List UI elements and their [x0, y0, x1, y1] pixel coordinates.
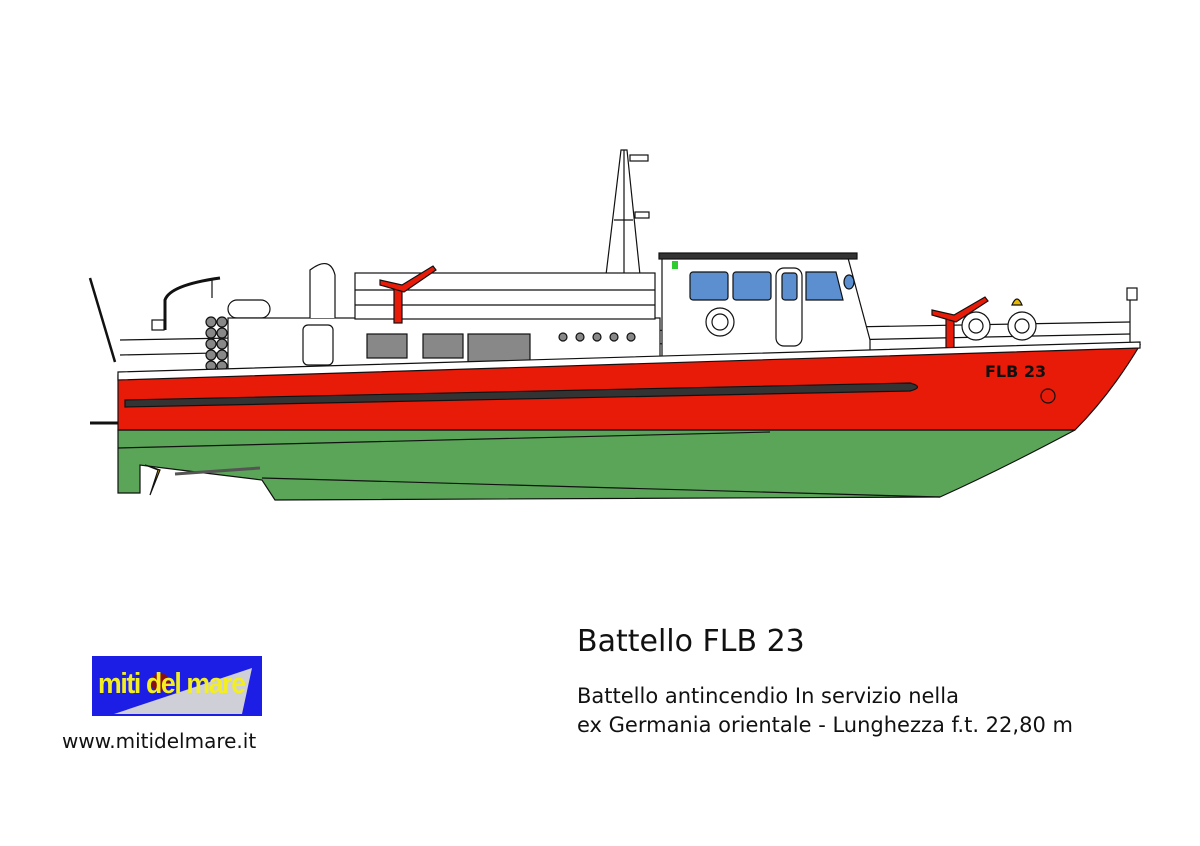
website-url[interactable]: www.mitidelmare.it [62, 729, 257, 753]
caption-line-2: ex Germania orientale - Lunghezza f.t. 2… [577, 713, 1073, 737]
crane [151, 276, 271, 331]
deckhouse [227, 263, 661, 371]
water-cannon-fwd [931, 296, 1037, 356]
logo-sail-graphic [114, 668, 252, 714]
caption-line-1: Battello antincendio In servizio nella [577, 684, 959, 708]
fender-stack [205, 316, 228, 372]
caption-description: Battello antincendio In servizio nella e… [577, 682, 1073, 740]
caption-title: Battello FLB 23 [577, 624, 805, 659]
logo-text: miti del mare [98, 668, 246, 700]
water-cannon-aft [379, 265, 437, 324]
wheelhouse [658, 252, 871, 366]
mast [605, 149, 650, 276]
hull-marking: FLB 23 [985, 362, 1046, 381]
hull [90, 341, 1142, 501]
logo: miti del mare [92, 656, 262, 716]
